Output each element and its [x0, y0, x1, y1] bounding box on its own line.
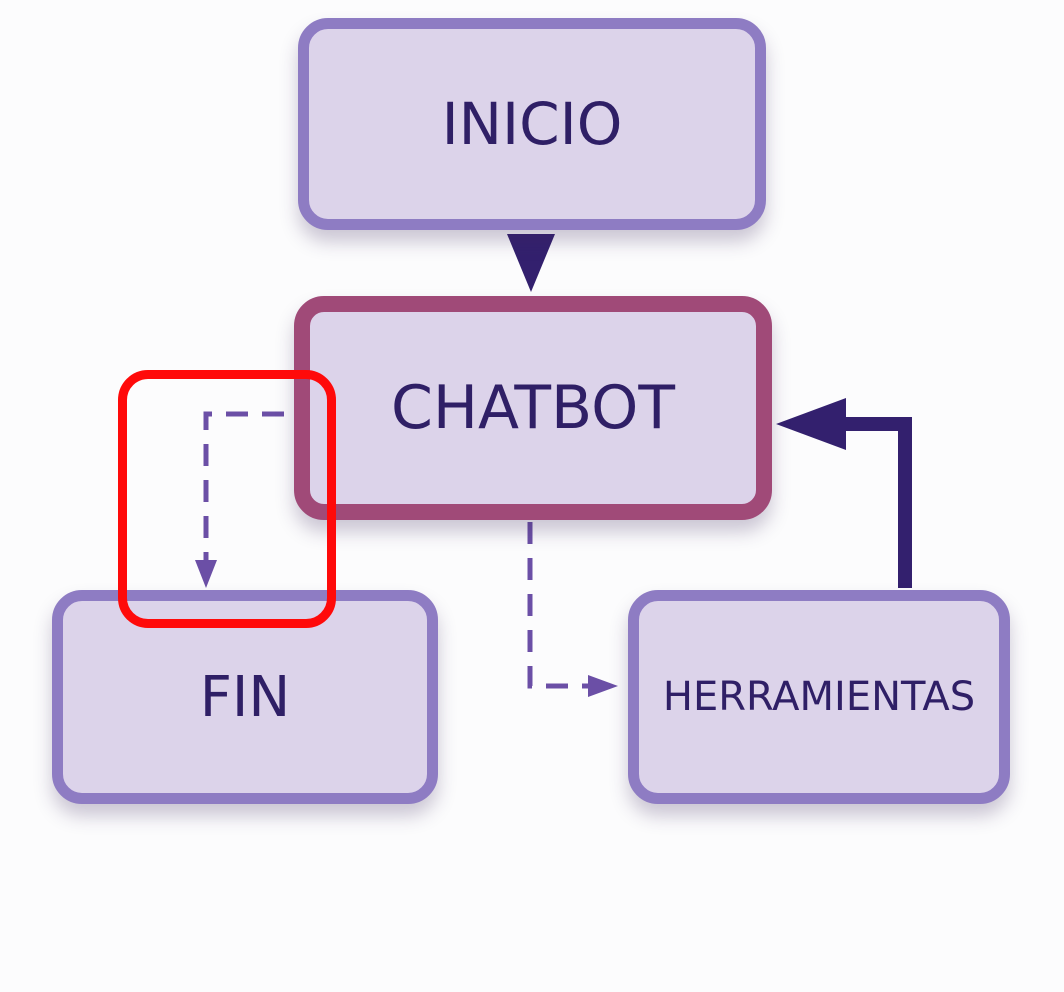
- node-herramientas: HERRAMIENTAS: [628, 590, 1010, 804]
- node-chatbot-label: CHATBOT: [390, 373, 676, 443]
- edge-inicio-to-chatbot: [507, 234, 555, 292]
- node-fin: FIN: [52, 590, 438, 804]
- node-inicio-label: INICIO: [441, 90, 623, 158]
- edge-chatbot-to-herramientas: [527, 522, 618, 697]
- node-inicio: INICIO: [298, 18, 766, 230]
- edge-chatbot-to-fin: [195, 411, 284, 588]
- node-herramientas-label: HERRAMIENTAS: [662, 674, 976, 720]
- node-chatbot: CHATBOT: [294, 296, 772, 520]
- node-fin-label: FIN: [199, 664, 291, 730]
- edge-herramientas-to-chatbot: [776, 398, 912, 588]
